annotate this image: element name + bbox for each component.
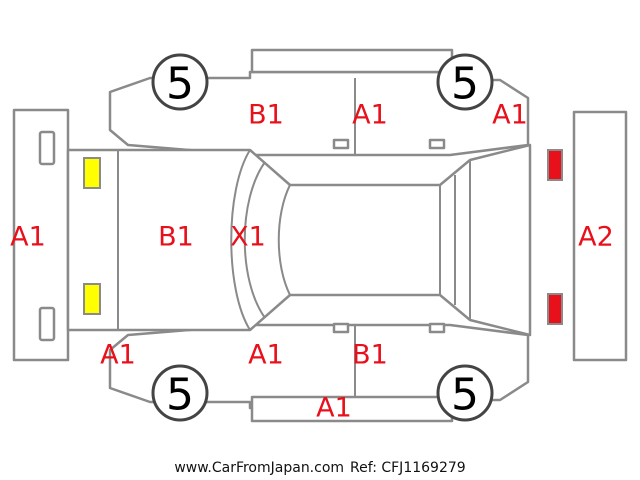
front-bumper: [12, 108, 70, 362]
code-left-rear-quarter: A1: [492, 100, 528, 131]
footer-site: www.CarFromJapan.com: [174, 460, 344, 476]
tire-rear-left-value: 5: [451, 59, 479, 110]
code-right-side-sill: A1: [316, 393, 352, 424]
code-right-rear-door: B1: [352, 340, 388, 371]
code-right-front-door: A1: [248, 340, 284, 371]
code-right-front-corner: A1: [100, 340, 136, 371]
tire-rear-left: 5: [436, 53, 494, 111]
tire-front-left-value: 5: [166, 59, 194, 110]
front-light-lower: [83, 283, 101, 315]
code-front-bumper: A1: [10, 222, 46, 253]
car-top-view: [66, 143, 532, 337]
car-side-bottom: [108, 322, 530, 423]
rear-bumper: [572, 110, 628, 362]
code-left-rear-door: A1: [352, 100, 388, 131]
code-left-front-door: B1: [248, 100, 284, 131]
footer-text: www.CarFromJapan.com Ref: CFJ1169279: [174, 460, 465, 476]
tire-front-left: 5: [151, 53, 209, 111]
car-side-top: [108, 48, 530, 157]
tire-rear-right: 5: [436, 364, 494, 422]
code-rear-bumper: A2: [578, 222, 614, 253]
tire-front-right: 5: [151, 364, 209, 422]
front-light-upper: [83, 157, 101, 189]
tire-front-right-value: 5: [166, 370, 194, 421]
code-windshield: X1: [230, 222, 266, 253]
rear-light-lower: [547, 293, 563, 325]
code-hood: B1: [158, 222, 194, 253]
rear-light-upper: [547, 149, 563, 181]
footer-ref: Ref: CFJ1169279: [350, 460, 466, 476]
tire-rear-right-value: 5: [451, 370, 479, 421]
